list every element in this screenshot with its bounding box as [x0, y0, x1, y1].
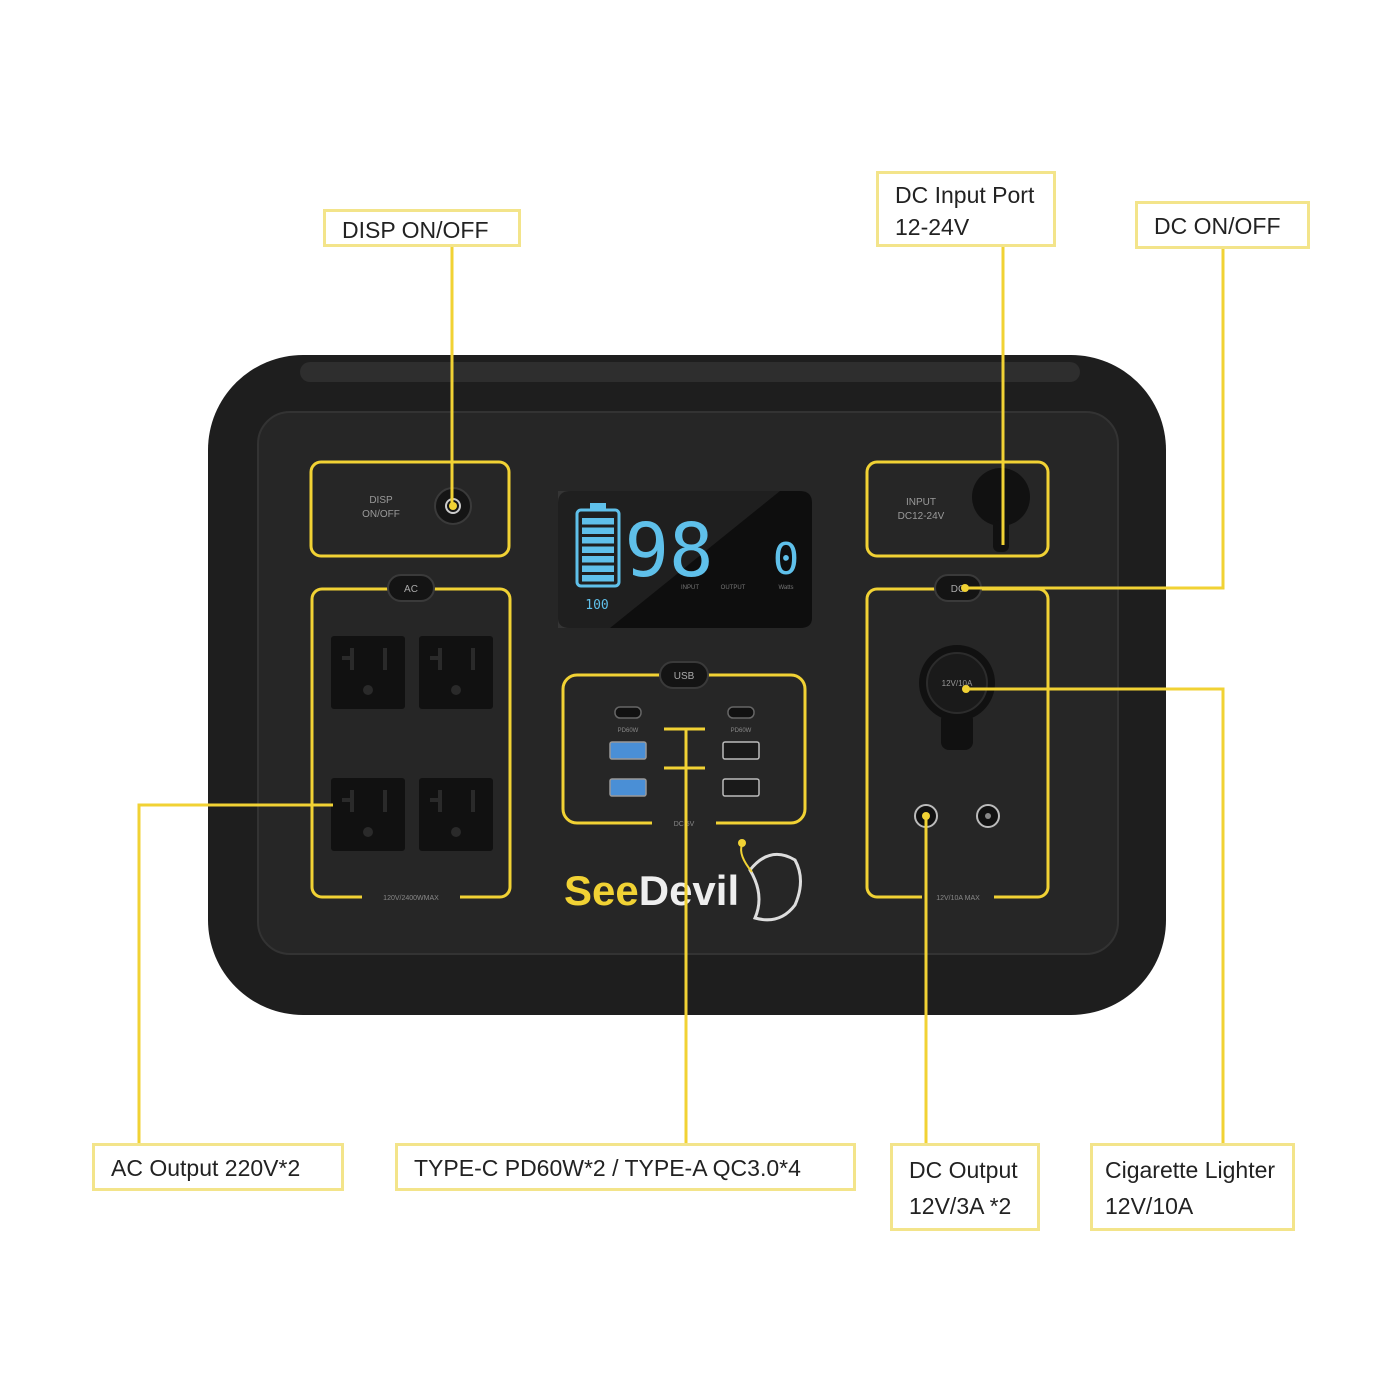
- ac-frame-footer-gap: [362, 890, 460, 904]
- usb-a-port-4[interactable]: [722, 778, 760, 797]
- leader-dots: [449, 502, 970, 820]
- usb-button-label: USB: [674, 671, 695, 682]
- usb-frame-footer-gap: [652, 816, 716, 830]
- callout-dc-onoff-text: DC ON/OFF: [1154, 213, 1281, 239]
- dc-input-port-cable: [993, 520, 1009, 552]
- usb-c-port-right[interactable]: [727, 706, 755, 719]
- leader-ac: [137, 803, 333, 1145]
- cigarette-socket-label: 12V/10A: [942, 679, 973, 688]
- output-watts: 0: [773, 534, 800, 585]
- dc-button-label: DC: [951, 584, 965, 595]
- lcd-input-label: INPUT: [681, 585, 699, 591]
- leader-lines: [137, 246, 1225, 1145]
- dc-input-port[interactable]: [972, 468, 1030, 526]
- callout-usb-text: TYPE-C PD60W*2 / TYPE-A QC3.0*4: [414, 1155, 801, 1181]
- callout-dc-output-line1: DC Output: [909, 1157, 1018, 1183]
- battery-level-bars: [582, 518, 614, 582]
- usb-a-port-3[interactable]: [722, 741, 760, 760]
- callout-dc-output-line2: 12V/3A *2: [909, 1193, 1012, 1219]
- pd-label-left: PD60W: [618, 728, 639, 734]
- dc-input-panel-label-1: INPUT: [906, 497, 936, 508]
- usb-button[interactable]: [659, 661, 709, 689]
- callout-dc-on-off: DC ON/OFF: [1135, 201, 1310, 249]
- ac-outlet-slots: [342, 648, 475, 837]
- battery-bar-3: [582, 556, 614, 563]
- battery-bar-4: [582, 546, 614, 553]
- brand-see: See: [564, 867, 639, 914]
- battery-bar-6: [582, 527, 614, 534]
- lcd-watts-label: Watts: [778, 585, 793, 591]
- usb-c-port-left[interactable]: [614, 706, 642, 719]
- dc-5521-pin-2: [985, 813, 991, 819]
- battery-bar-2: [582, 565, 614, 572]
- ac-footer-label: 120V/2400WMAX: [383, 895, 439, 902]
- dc-frame-footer-gap: [922, 890, 994, 904]
- ac-outlet-3[interactable]: [331, 778, 405, 851]
- disp-frame: [309, 460, 511, 558]
- battery-icon-cap: [590, 503, 606, 510]
- anglerfish-lure-light-icon: [738, 839, 746, 847]
- callout-dc-output: DC Output 12V/3A *2: [890, 1143, 1040, 1231]
- dc-input-frame: [865, 460, 1050, 558]
- battery-small-readout: 100: [585, 598, 608, 613]
- battery-bar-7: [582, 518, 614, 525]
- cigarette-lighter-cap-tab: [941, 712, 973, 750]
- device-top-sheen: [300, 362, 1080, 382]
- dc-input-panel-label-2: DC12-24V: [898, 511, 945, 522]
- usb-a-port-1[interactable]: [609, 741, 647, 760]
- disp-panel-label-2: ON/OFF: [362, 509, 400, 520]
- ac-outlet-2[interactable]: [419, 636, 493, 709]
- callout-ac-text: AC Output 220V*2: [111, 1155, 301, 1181]
- ac-outlet-1[interactable]: [331, 636, 405, 709]
- callout-cigarette-lighter: Cigarette Lighter 12V/10A: [1090, 1143, 1295, 1231]
- lcd-output-label: OUTPUT: [721, 585, 746, 591]
- battery-bar-1: [582, 575, 614, 582]
- callout-cig-line1: Cigarette Lighter: [1105, 1157, 1276, 1183]
- callout-dc-input-line2: 12-24V: [895, 214, 970, 240]
- callout-ac-output: AC Output 220V*2: [92, 1143, 344, 1191]
- brand-logo: SeeDevil: [564, 867, 739, 914]
- dc-footer-label: 12V/10A MAX: [936, 895, 980, 902]
- cigarette-lighter-inner: [926, 652, 988, 714]
- battery-percent: 98: [624, 508, 713, 594]
- pd-label-right: PD60W: [731, 728, 752, 734]
- lcd-display: [558, 491, 812, 628]
- leader-cig: [966, 687, 1225, 1145]
- usb-footer-label: DC 5V: [674, 821, 695, 828]
- brand-devil: Devil: [639, 867, 739, 914]
- callout-disp-on-off: DISP ON/OFF: [323, 209, 521, 247]
- ac-button[interactable]: [387, 574, 435, 602]
- ac-outlet-4[interactable]: [419, 778, 493, 851]
- callout-disp-text: DISP ON/OFF: [342, 217, 489, 243]
- callout-cig-line2: 12V/10A: [1105, 1193, 1194, 1219]
- battery-bar-5: [582, 537, 614, 544]
- callout-dc-input-port: DC Input Port 12-24V: [876, 171, 1056, 247]
- lcd-glare: [558, 491, 780, 628]
- callout-dc-input-line1: DC Input Port: [895, 182, 1035, 208]
- ac-button-label: AC: [404, 584, 418, 595]
- anglerfish-logo-icon: [748, 852, 802, 922]
- usb-a-port-2[interactable]: [609, 778, 647, 797]
- disp-panel-label-1: DISP: [369, 495, 393, 506]
- callout-usb-ports: TYPE-C PD60W*2 / TYPE-A QC3.0*4: [395, 1143, 856, 1191]
- leader-dc-onoff: [965, 248, 1225, 590]
